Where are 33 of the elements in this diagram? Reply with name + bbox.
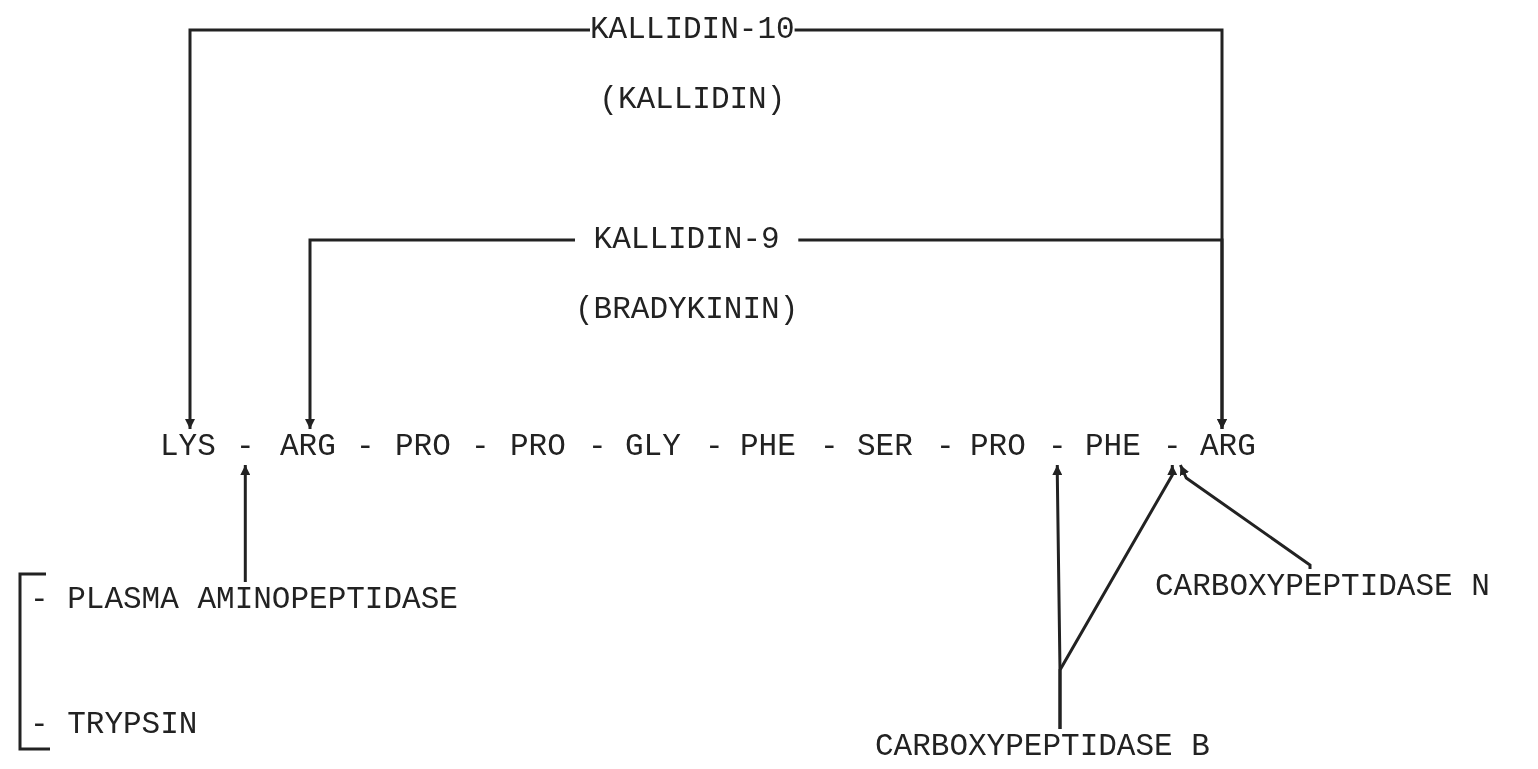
arrow [1179,464,1312,569]
arrow [240,465,251,582]
arrow [1058,465,1178,729]
peptide-bond: - [820,429,839,465]
peptide-bond: - [705,429,724,465]
peptide-bond: - [471,429,490,465]
amino-acid-residue: GLY [625,429,681,465]
amino-acid-residue: PRO [970,429,1026,465]
peptide-bond: - [236,429,255,465]
amino-acid-residue: ARG [280,429,336,465]
arrow [798,238,1227,429]
amino-acid-residue: LYS [160,429,216,465]
amino-acid-residue: PHE [740,429,796,465]
peptide-bond: - [1163,429,1182,465]
amino-acid-residue: SER [857,429,913,465]
amino-acid-residue: PRO [395,429,451,465]
amino-acid-residue: ARG [1200,429,1256,465]
peptide-name: KALLIDIN-9 [592,222,781,258]
arrow [305,238,575,429]
enzyme-name: - PLASMA AMINOPEPTIDASE [30,582,458,618]
peptide-name: (BRADYKININ) [575,292,799,328]
amino-acid-residue: PHE [1085,429,1141,465]
enzyme-name: - TRYPSIN [30,707,198,743]
arrow [185,28,590,429]
peptide-bond: - [936,429,955,465]
peptide-bond: - [356,429,375,465]
peptide-bond: - [588,429,607,465]
peptide-name: (KALLIDIN) [598,82,787,118]
enzyme-name: CARBOXYPEPTIDASE B [875,729,1210,765]
peptide-bond: - [1048,429,1067,465]
enzyme-name: CARBOXYPEPTIDASE N [1155,569,1490,605]
amino-acid-residue: PRO [510,429,566,465]
peptide-name: KALLIDIN-10 [590,12,795,48]
